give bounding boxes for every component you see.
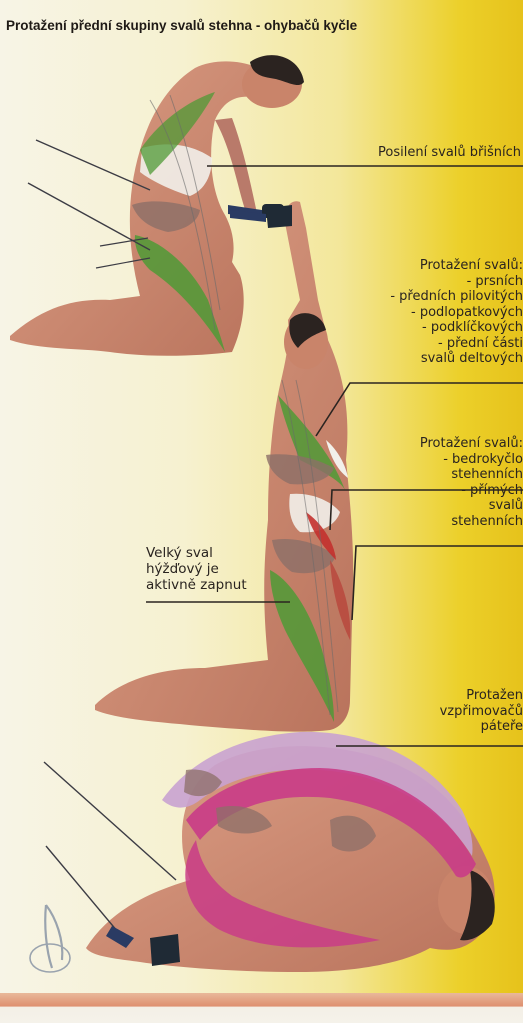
label-abdominal: Posilení svalů břišních: [378, 145, 521, 161]
label-hip-line: Protažení svalů:: [420, 436, 523, 452]
label-gluteus-line: hýžďový je: [146, 561, 247, 577]
label-hip-line: stehenních: [420, 514, 523, 530]
floor-band: [0, 993, 523, 1023]
label-gluteus-line: aktivně zapnut: [146, 577, 247, 593]
label-hip-line: svalů: [420, 498, 523, 514]
publisher-logo: [30, 905, 70, 972]
label-hip-line: - přímých: [420, 483, 523, 499]
label-chest-line: - předních pilovitých: [390, 289, 523, 305]
label-chest-line: - podklíčkových: [390, 320, 523, 336]
label-spine-stretch: Protažen vzpřimovačů páteře: [440, 688, 523, 735]
label-chest-line: - podlopatkových: [390, 305, 523, 321]
label-abdominal-text: Posilení svalů břišních: [378, 145, 521, 161]
label-spine-line: Protažen: [440, 688, 523, 704]
label-hip-line: - bedrokyčlo: [420, 452, 523, 468]
label-chest-line: - přední části: [390, 336, 523, 352]
label-gluteus-line: Velký sval: [146, 545, 247, 561]
leader-hip-2: [352, 546, 523, 620]
label-spine-line: vzpřimovačů: [440, 704, 523, 720]
label-gluteus: Velký sval hýžďový je aktivně zapnut: [146, 545, 247, 593]
label-hip-line: stehenních: [420, 467, 523, 483]
label-hip-stretch: Protažení svalů: - bedrokyčlo stehenních…: [420, 436, 523, 529]
figure-curled: [44, 732, 495, 972]
figure-kneeling-forward: [10, 55, 304, 356]
label-spine-line: páteře: [440, 719, 523, 735]
label-chest-line: Protažení svalů:: [390, 258, 523, 274]
label-chest-stretch: Protažení svalů: - prsních - předních pi…: [390, 258, 523, 367]
label-chest-line: svalů deltových: [390, 351, 523, 367]
label-chest-line: - prsních: [390, 274, 523, 290]
